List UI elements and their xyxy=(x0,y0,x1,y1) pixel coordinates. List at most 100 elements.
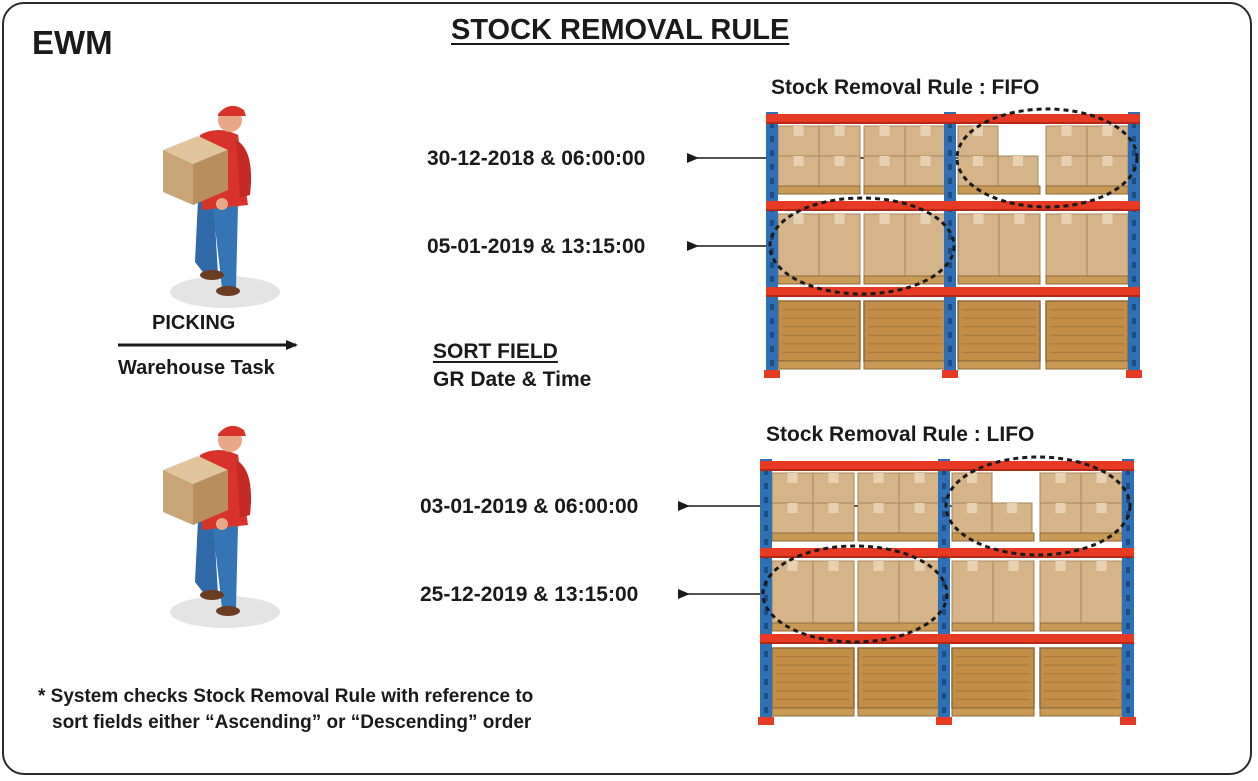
carton-tape xyxy=(1008,561,1019,571)
pallet xyxy=(951,622,1035,632)
carton xyxy=(1086,213,1129,277)
carton-tape xyxy=(828,503,839,513)
rack-post-hole xyxy=(1126,693,1130,699)
rack-post-hole xyxy=(948,122,952,128)
pallet xyxy=(777,185,861,195)
rack-post-hole xyxy=(764,609,768,615)
carton-tape xyxy=(914,473,925,483)
rack-beam-shadow xyxy=(760,642,1134,644)
carton xyxy=(863,213,906,277)
carton-tape xyxy=(793,156,804,166)
rack-post-hole xyxy=(770,178,774,184)
rack-beam xyxy=(766,201,1140,211)
rack-post-hole xyxy=(942,511,946,517)
carton-tape xyxy=(967,561,978,571)
rack-post-hole xyxy=(942,483,946,489)
carton xyxy=(904,213,947,277)
rack-post-hole xyxy=(942,595,946,601)
carton-tape xyxy=(1061,126,1072,136)
rack-post-hole xyxy=(942,581,946,587)
rack-post-hole xyxy=(942,623,946,629)
crate xyxy=(771,647,855,709)
carton xyxy=(997,155,1039,187)
carton xyxy=(857,560,900,624)
rack-post-hole xyxy=(1126,539,1130,545)
rack-post-hole xyxy=(1126,511,1130,517)
carton-tape xyxy=(1013,156,1023,166)
rack-post-hole xyxy=(1132,248,1136,254)
pallet xyxy=(777,275,861,285)
rack-post-hole xyxy=(770,304,774,310)
carton-tape xyxy=(787,473,798,483)
rack-post-hole xyxy=(1126,595,1130,601)
rack-post-hole xyxy=(1132,220,1136,226)
carton-tape xyxy=(879,156,890,166)
rack-post-hole xyxy=(1132,304,1136,310)
rack-post-hole xyxy=(1132,318,1136,324)
carton-tape xyxy=(920,156,931,166)
rack-post-hole xyxy=(1132,262,1136,268)
pallet xyxy=(957,360,1041,370)
carton-tape xyxy=(1007,503,1017,513)
carton-tape xyxy=(787,503,798,513)
rack-post-hole xyxy=(764,525,768,531)
carton-tape xyxy=(967,503,977,513)
rack-foot xyxy=(936,717,952,725)
rack-post-hole xyxy=(764,623,768,629)
carton xyxy=(998,213,1041,277)
pallet xyxy=(857,707,941,717)
rack-post-hole xyxy=(770,122,774,128)
lifo-rack xyxy=(758,459,1136,725)
carton-tape xyxy=(828,473,839,483)
fifo-highlight-middle xyxy=(768,196,956,296)
rack-post-hole xyxy=(770,262,774,268)
rack-post-hole xyxy=(1132,360,1136,366)
rack-post-hole xyxy=(770,318,774,324)
carton-tape xyxy=(1102,126,1113,136)
fifo-highlight-top xyxy=(955,107,1139,209)
rack-beam xyxy=(766,114,1140,124)
picking-label: PICKING xyxy=(152,312,236,334)
rack-post-hole xyxy=(942,469,946,475)
carton-tape xyxy=(787,561,798,571)
warehouse-task-label: Warehouse Task xyxy=(118,357,275,379)
rack-post xyxy=(944,112,956,374)
rack-post-hole xyxy=(942,679,946,685)
carton-tape xyxy=(1102,156,1113,166)
rack-beam-shadow xyxy=(766,122,1140,124)
rack-post-hole xyxy=(1126,665,1130,671)
rack-post xyxy=(766,112,778,374)
rack-post-hole xyxy=(764,595,768,601)
carton xyxy=(771,560,814,624)
lifo-highlight-middle xyxy=(761,544,949,644)
rack-post-hole xyxy=(1126,651,1130,657)
carton-tape xyxy=(1055,473,1066,483)
pallet xyxy=(1045,360,1129,370)
rack-post-hole xyxy=(1126,525,1130,531)
rack-post-hole xyxy=(942,525,946,531)
rack-beam-shadow xyxy=(766,209,1140,211)
rack-foot xyxy=(942,370,958,378)
rack-post-hole xyxy=(948,276,952,282)
carton-tape xyxy=(1061,214,1072,224)
rack-post-hole xyxy=(948,164,952,170)
rack-beam xyxy=(766,287,1140,297)
carton-tape xyxy=(873,561,884,571)
carton-tape xyxy=(879,126,890,136)
rack-foot xyxy=(764,370,780,378)
rack-post-hole xyxy=(764,469,768,475)
footnote: * System checks Stock Removal Rule with … xyxy=(38,684,533,736)
rack-post-hole xyxy=(770,220,774,226)
rack-post-hole xyxy=(770,192,774,198)
carton-tape xyxy=(1055,503,1066,513)
rack-post xyxy=(938,459,950,721)
carton-tape xyxy=(793,214,804,224)
rack-post-hole xyxy=(942,693,946,699)
rack-post-hole xyxy=(942,497,946,503)
carton-tape xyxy=(1055,561,1066,571)
rack-post-hole xyxy=(1132,192,1136,198)
carton-tape xyxy=(879,214,890,224)
rack-foot xyxy=(1120,717,1136,725)
